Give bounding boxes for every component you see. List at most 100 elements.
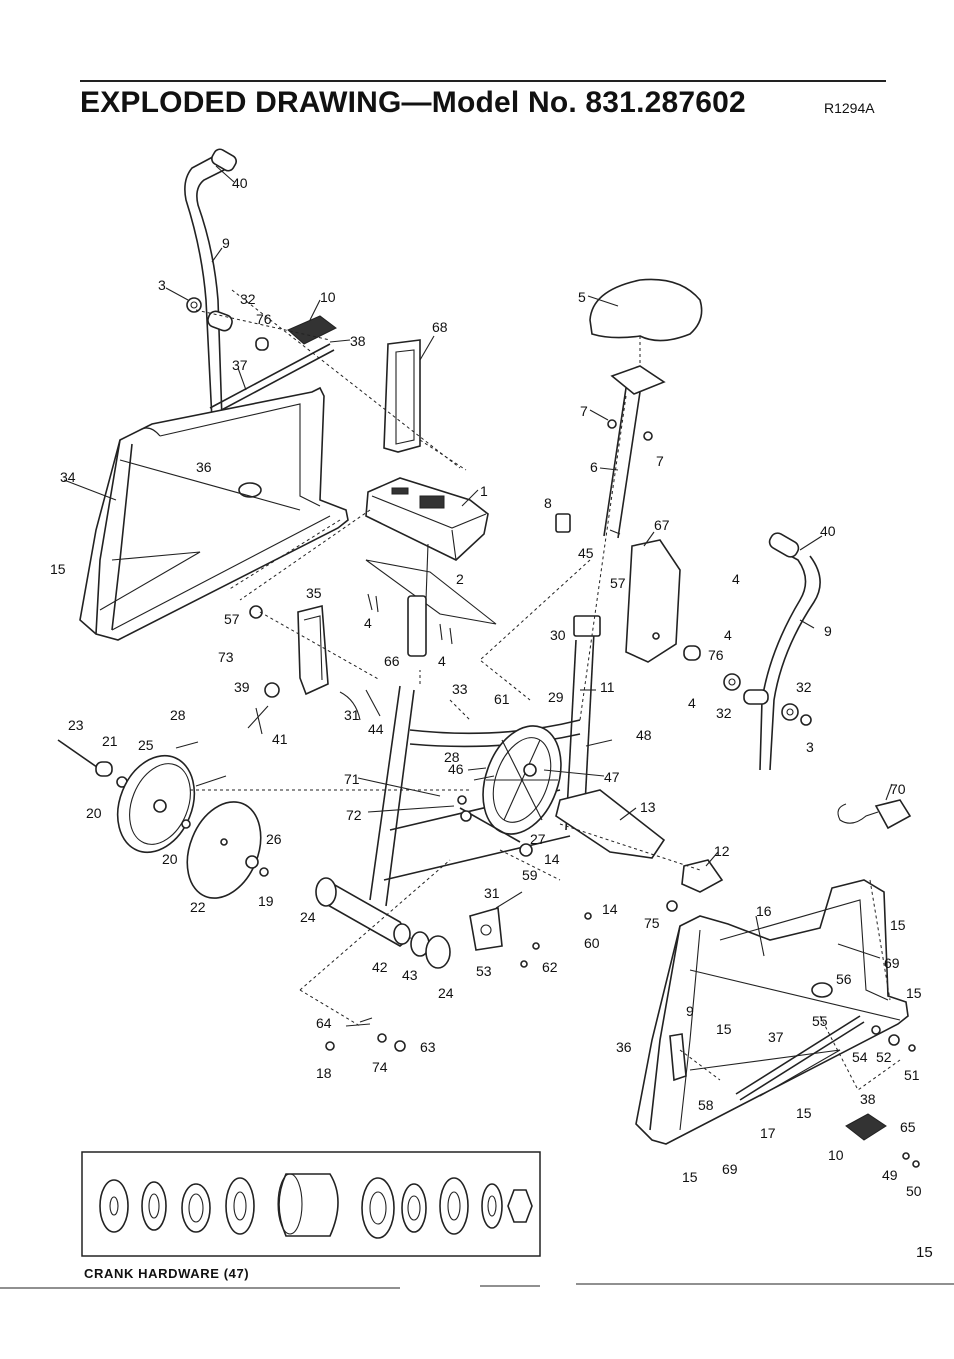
- callout-19: 19: [258, 893, 274, 909]
- callout-65: 65: [900, 1119, 916, 1135]
- pulley-assembly: [57, 739, 269, 899]
- flywheel: [482, 725, 562, 835]
- callout-6: 6: [590, 459, 598, 475]
- callout-1: 1: [480, 483, 488, 499]
- callout-15: 15: [796, 1105, 812, 1121]
- callout-45: 45: [578, 545, 594, 561]
- console-bracket: [383, 339, 421, 453]
- callout-4: 4: [364, 615, 372, 631]
- drawing-code: R1294A: [824, 100, 875, 116]
- callout-72: 72: [346, 807, 362, 823]
- callout-48: 48: [636, 727, 652, 743]
- callout-labels: 1 2 3 3 4 4 4 4 4 5 6 7 7 8 9 9 9 10 10 …: [50, 175, 922, 1199]
- callout-60: 60: [584, 935, 600, 951]
- left-shroud: [79, 386, 349, 641]
- callout-18: 18: [316, 1065, 332, 1081]
- console: [365, 477, 489, 561]
- callout-58: 58: [698, 1097, 714, 1113]
- callout-12: 12: [714, 843, 730, 859]
- callout-39: 39: [234, 679, 250, 695]
- callout-55: 55: [812, 1013, 828, 1029]
- callout-21: 21: [102, 733, 118, 749]
- callout-40: 40: [820, 523, 836, 539]
- callout-73: 73: [218, 649, 234, 665]
- callout-15: 15: [682, 1169, 698, 1185]
- callout-15: 15: [716, 1021, 732, 1037]
- callout-50: 50: [906, 1183, 922, 1199]
- callout-14: 14: [602, 901, 618, 917]
- callout-4: 4: [438, 653, 446, 669]
- callout-69: 69: [884, 955, 900, 971]
- callout-17: 17: [760, 1125, 776, 1141]
- callout-31: 31: [484, 885, 500, 901]
- left-crossbar: [209, 343, 335, 415]
- callout-40: 40: [232, 175, 248, 191]
- callout-59: 59: [522, 867, 538, 883]
- callout-70: 70: [890, 781, 906, 797]
- right-shroud-panel: [625, 539, 681, 663]
- left-handlebar: [184, 148, 237, 425]
- callout-30: 30: [550, 627, 566, 643]
- callout-5: 5: [578, 289, 586, 305]
- header-rule: [80, 80, 886, 82]
- callout-67: 67: [654, 517, 670, 533]
- console-mast: [365, 543, 497, 657]
- callout-71: 71: [344, 771, 360, 787]
- callout-74: 74: [372, 1059, 388, 1075]
- callout-38: 38: [860, 1091, 876, 1107]
- callout-37: 37: [232, 357, 248, 373]
- callout-15: 15: [906, 985, 922, 1001]
- crank-hardware-inset: [81, 1151, 541, 1257]
- assembly-lines: [190, 289, 901, 1091]
- callout-34: 34: [60, 469, 76, 485]
- main-frame: [315, 615, 666, 947]
- bottom-rules: [0, 1283, 954, 1289]
- callout-11: 11: [600, 679, 615, 695]
- callout-44: 44: [368, 721, 384, 737]
- callout-24: 24: [438, 985, 454, 1001]
- callout-54: 54: [852, 1049, 868, 1065]
- callout-9: 9: [824, 623, 832, 639]
- lower-parts: [325, 891, 592, 1052]
- callout-26: 26: [266, 831, 282, 847]
- right-handlebar: [683, 532, 821, 771]
- callout-10: 10: [828, 1147, 844, 1163]
- callout-8: 8: [544, 495, 552, 511]
- callout-68: 68: [432, 319, 448, 335]
- callout-69: 69: [722, 1161, 738, 1177]
- callout-32: 32: [716, 705, 732, 721]
- callout-25: 25: [138, 737, 154, 753]
- callout-4: 4: [688, 695, 696, 711]
- callout-56: 56: [836, 971, 852, 987]
- callout-36: 36: [616, 1039, 632, 1055]
- callout-49: 49: [882, 1167, 898, 1183]
- callout-57: 57: [610, 575, 626, 591]
- callout-51: 51: [904, 1067, 920, 1083]
- inset-caption: CRANK HARDWARE (47): [84, 1266, 250, 1281]
- callout-52: 52: [876, 1049, 892, 1065]
- callout-20: 20: [162, 851, 178, 867]
- callout-43: 43: [402, 967, 418, 983]
- callout-27: 27: [530, 831, 546, 847]
- callout-24: 24: [300, 909, 316, 925]
- callout-62: 62: [542, 959, 558, 975]
- callout-20: 20: [86, 805, 102, 821]
- callout-15: 15: [890, 917, 906, 933]
- callout-7: 7: [656, 453, 664, 469]
- callout-14: 14: [544, 851, 560, 867]
- callout-38: 38: [350, 333, 366, 349]
- crank-parts: [457, 767, 533, 857]
- tension-bracket: [247, 604, 381, 735]
- leader-lines: [63, 165, 893, 959]
- seat: [555, 278, 703, 539]
- callout-32: 32: [240, 291, 256, 307]
- callout-9: 9: [222, 235, 230, 251]
- callout-28: 28: [170, 707, 186, 723]
- callout-10: 10: [320, 289, 336, 305]
- callout-75: 75: [644, 915, 660, 931]
- callout-63: 63: [420, 1039, 436, 1055]
- callout-36: 36: [196, 459, 212, 475]
- callout-53: 53: [476, 963, 492, 979]
